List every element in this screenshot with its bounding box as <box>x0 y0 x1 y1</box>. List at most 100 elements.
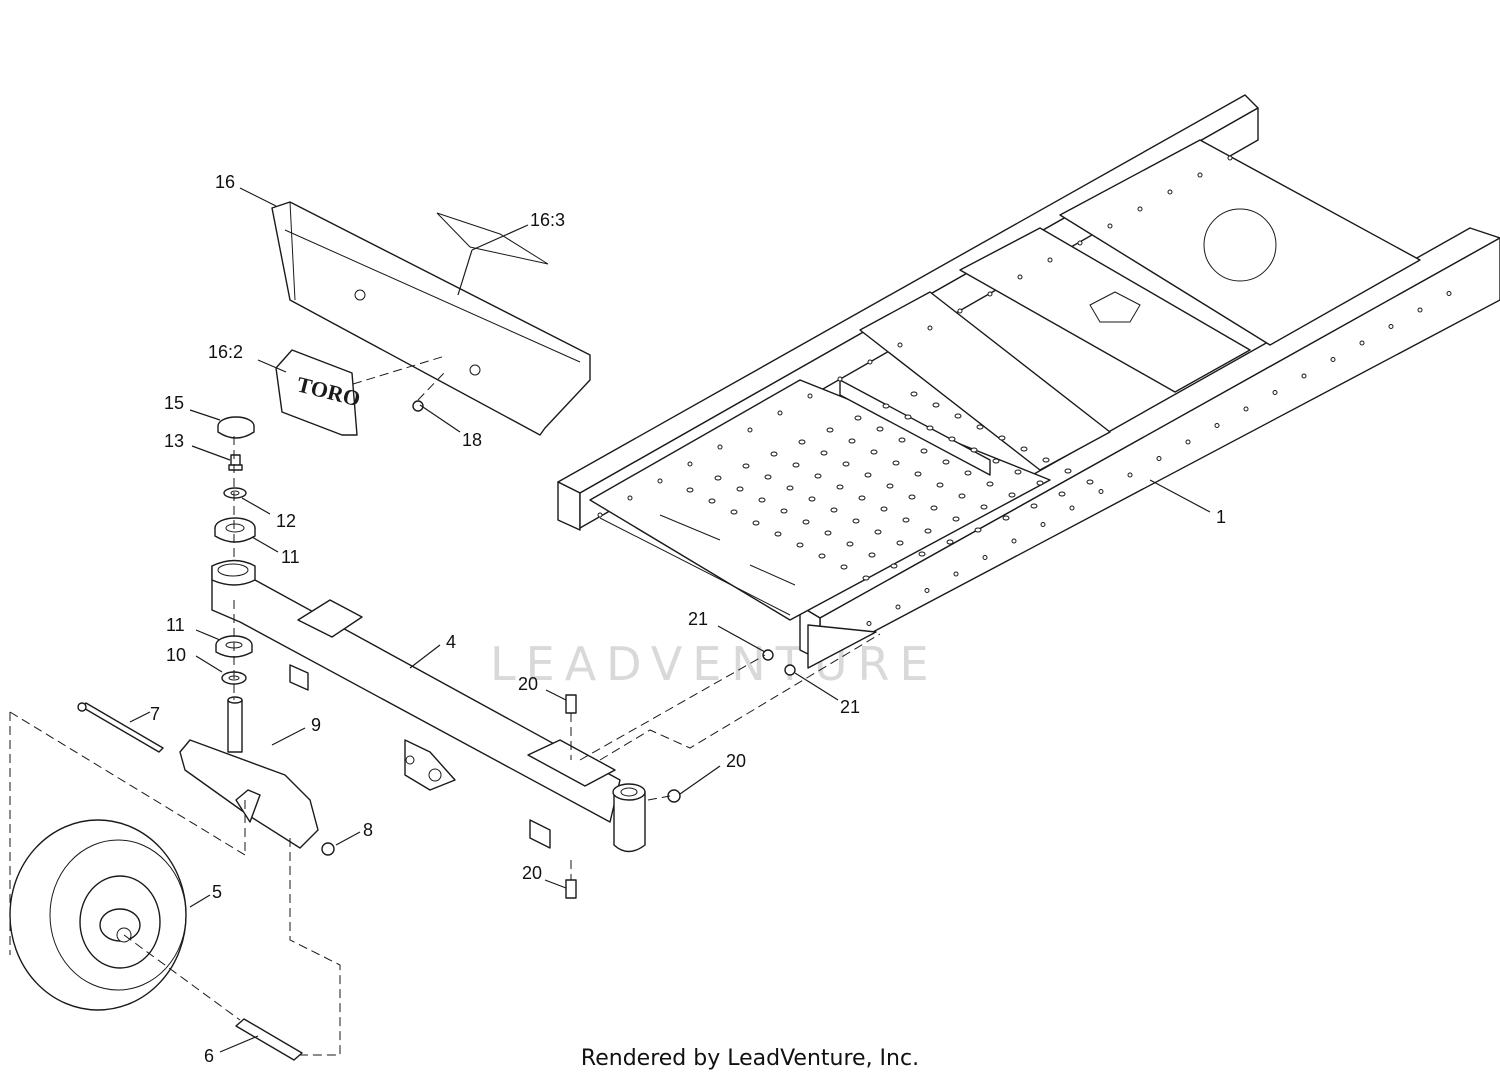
rail-hole <box>627 495 633 501</box>
rail-hole <box>1197 172 1203 178</box>
rail-hole <box>866 621 872 626</box>
part-11-bearing-upper <box>214 517 256 543</box>
perforation-hole <box>836 484 844 490</box>
perforation-hole <box>924 528 932 534</box>
part-18-screw <box>412 371 446 412</box>
part-12-washer <box>223 487 247 499</box>
perforation-hole <box>974 527 982 533</box>
perforation-hole <box>846 541 854 547</box>
perforation-hole <box>992 458 1000 464</box>
part-16-3-decal <box>436 212 549 296</box>
perforation-hole <box>896 540 904 546</box>
perforation-hole <box>826 427 834 433</box>
rail-hole <box>895 604 901 610</box>
rail-hole <box>953 571 959 577</box>
rail-hole <box>1107 223 1113 229</box>
callout-20-upper: 20 <box>518 674 538 694</box>
rail-hole <box>1069 505 1075 511</box>
perforation-hole <box>980 504 988 510</box>
rail-hole <box>1011 538 1017 544</box>
callout-18: 18 <box>462 430 482 450</box>
callout-16-3: 16:3 <box>530 210 565 230</box>
perforation-hole <box>780 508 788 514</box>
perforation-hole <box>882 403 890 409</box>
perforation-hole <box>952 516 960 522</box>
rail-hole <box>927 325 933 331</box>
perforation-hole <box>1036 480 1044 486</box>
perforation-hole <box>842 461 850 467</box>
callouts: 1 4 5 6 7 8 9 10 11 11 12 13 15 16 16:2 … <box>150 172 1226 1066</box>
rail-hole <box>957 308 963 314</box>
perforation-hole <box>714 475 722 481</box>
rail-hole <box>1388 324 1394 329</box>
perforation-hole <box>910 391 918 397</box>
perforation-hole <box>1002 515 1010 521</box>
rail-hole <box>717 444 723 450</box>
perforation-hole <box>1058 491 1066 497</box>
perforation-hole <box>946 539 954 545</box>
part-9-caster-fork <box>179 696 319 849</box>
rail-hole <box>1098 489 1104 494</box>
rail-hole <box>1301 373 1307 379</box>
callout-12: 12 <box>276 511 296 531</box>
rail-hole <box>982 555 988 560</box>
perforation-hole <box>770 451 778 457</box>
perforation-hole <box>904 414 912 420</box>
perforation-hole <box>920 448 928 454</box>
rail-hole <box>897 342 903 348</box>
callout-16-2: 16:2 <box>208 342 243 362</box>
perforation-hole <box>964 470 972 476</box>
rail-hole <box>1017 274 1023 280</box>
callout-10: 10 <box>166 645 186 665</box>
rail-hole <box>924 588 930 593</box>
part-20-bolt-upper <box>565 694 577 714</box>
rail-hole <box>837 376 843 382</box>
perforation-hole <box>802 519 810 525</box>
floor-perforations <box>686 391 1094 581</box>
perforation-hole <box>1014 469 1022 475</box>
perforation-hole <box>926 425 934 431</box>
perforation-hole <box>1042 457 1050 463</box>
perforation-hole <box>808 496 816 502</box>
perforation-hole <box>736 486 744 492</box>
perforation-hole <box>890 563 898 569</box>
callout-21-lower: 21 <box>840 697 860 717</box>
rail-hole <box>1214 423 1220 428</box>
perforation-hole <box>1086 479 1094 485</box>
rail-hole <box>1127 472 1133 478</box>
callout-8: 8 <box>363 820 373 840</box>
rail-hole <box>777 410 783 416</box>
callout-16: 16 <box>215 172 235 192</box>
callout-21-upper: 21 <box>688 609 708 629</box>
part-21-nut-a <box>762 649 774 661</box>
perforation-hole <box>840 564 848 570</box>
rail-hole <box>1446 291 1452 296</box>
rail-hole <box>747 427 753 433</box>
perforation-hole <box>792 462 800 468</box>
perforation-hole <box>948 436 956 442</box>
perforation-hole <box>708 498 716 504</box>
rail-hole <box>1167 189 1173 195</box>
perforation-hole <box>752 520 760 526</box>
callout-9: 9 <box>311 715 321 735</box>
part-20-bolt-lower <box>565 879 577 899</box>
rail-hole <box>1077 240 1083 246</box>
perforation-hole <box>914 471 922 477</box>
perforation-hole <box>852 518 860 524</box>
part-6-spacer-tube <box>235 1018 303 1061</box>
perforation-hole <box>954 413 962 419</box>
perforation-hole <box>958 493 966 499</box>
perforation-hole <box>862 575 870 581</box>
perforation-hole <box>870 449 878 455</box>
perforation-hole <box>686 487 694 493</box>
perforation-hole <box>830 507 838 513</box>
perforation-hole <box>730 509 738 515</box>
part-13-bolt <box>228 454 243 471</box>
part-7-axle-bolt <box>77 702 164 753</box>
perforation-hole <box>742 463 750 469</box>
rail-hole <box>1359 340 1365 346</box>
perforation-hole <box>936 482 944 488</box>
perforation-hole <box>998 435 1006 441</box>
perforation-hole <box>892 460 900 466</box>
callout-11-lower: 11 <box>166 615 185 635</box>
